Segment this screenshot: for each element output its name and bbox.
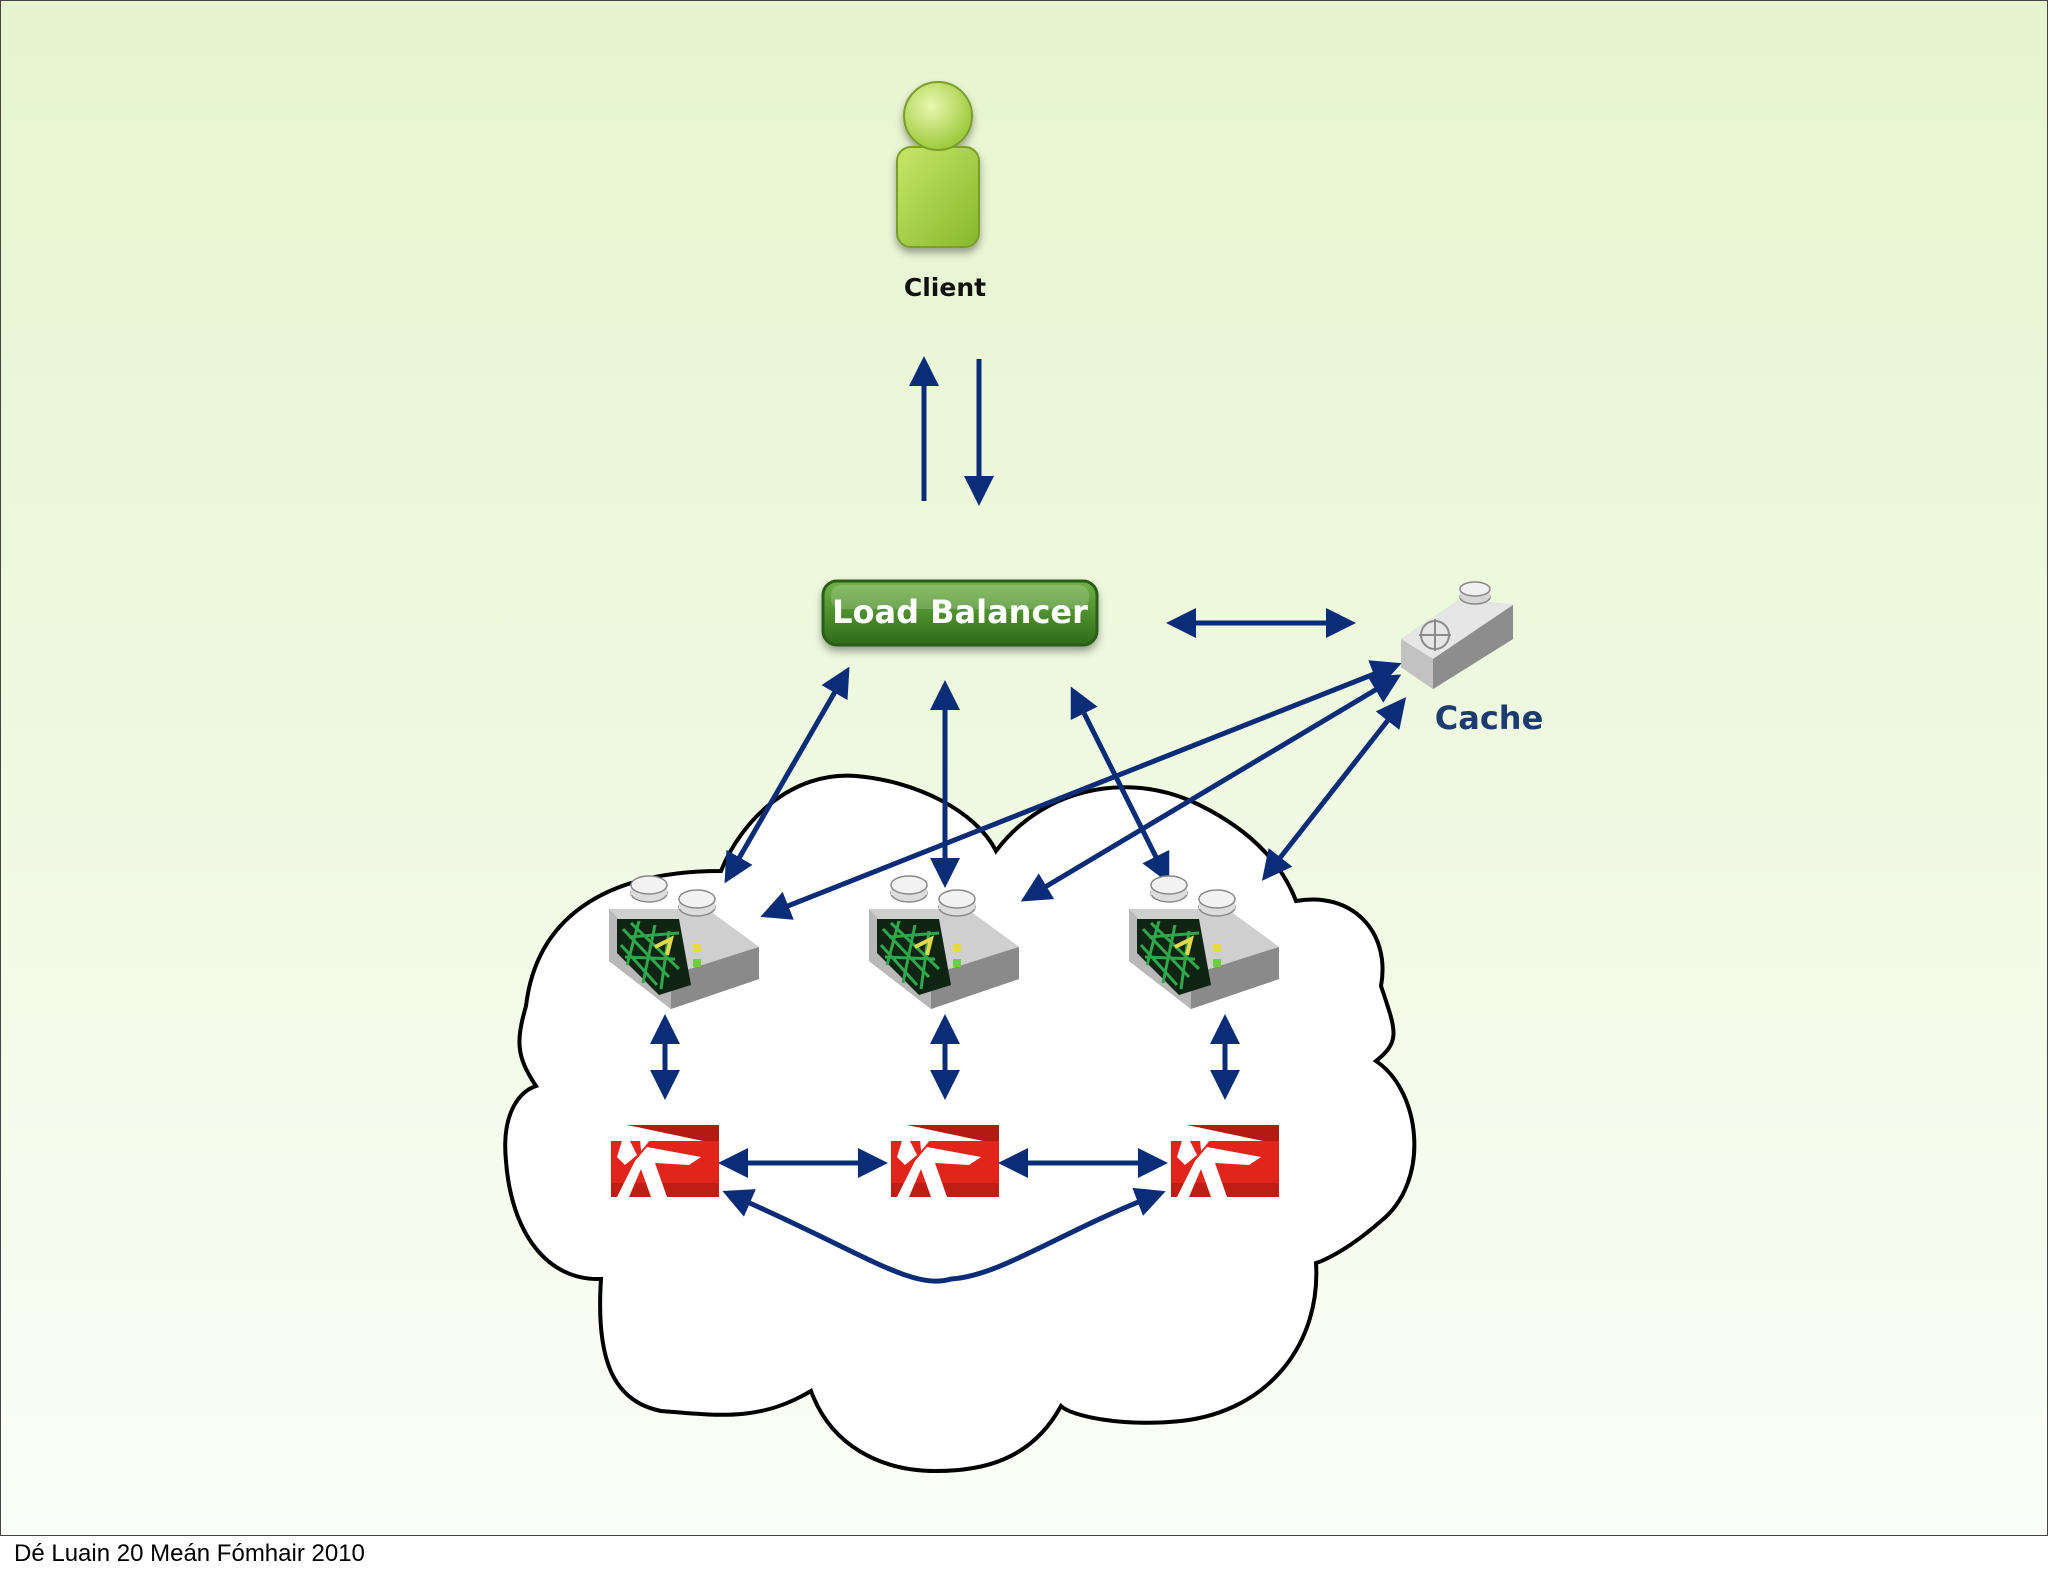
slide: Client Load Balancer Cache: [0, 0, 2048, 1536]
arrow-db1-db3-curve: [722, 1187, 1166, 1284]
load-balancer-box: [821, 579, 1099, 647]
client-label: Client: [904, 273, 986, 302]
lego-brick-icon: [1401, 581, 1513, 689]
cache-label: Cache: [1435, 699, 1544, 737]
person-icon: [896, 81, 980, 248]
load-balancer-label: Load Balancer: [832, 593, 1088, 631]
arrow-cache-server-3: [1261, 697, 1407, 881]
footer-date: Dé Luain 20 Meán Fómhair 2010: [14, 1540, 365, 1567]
